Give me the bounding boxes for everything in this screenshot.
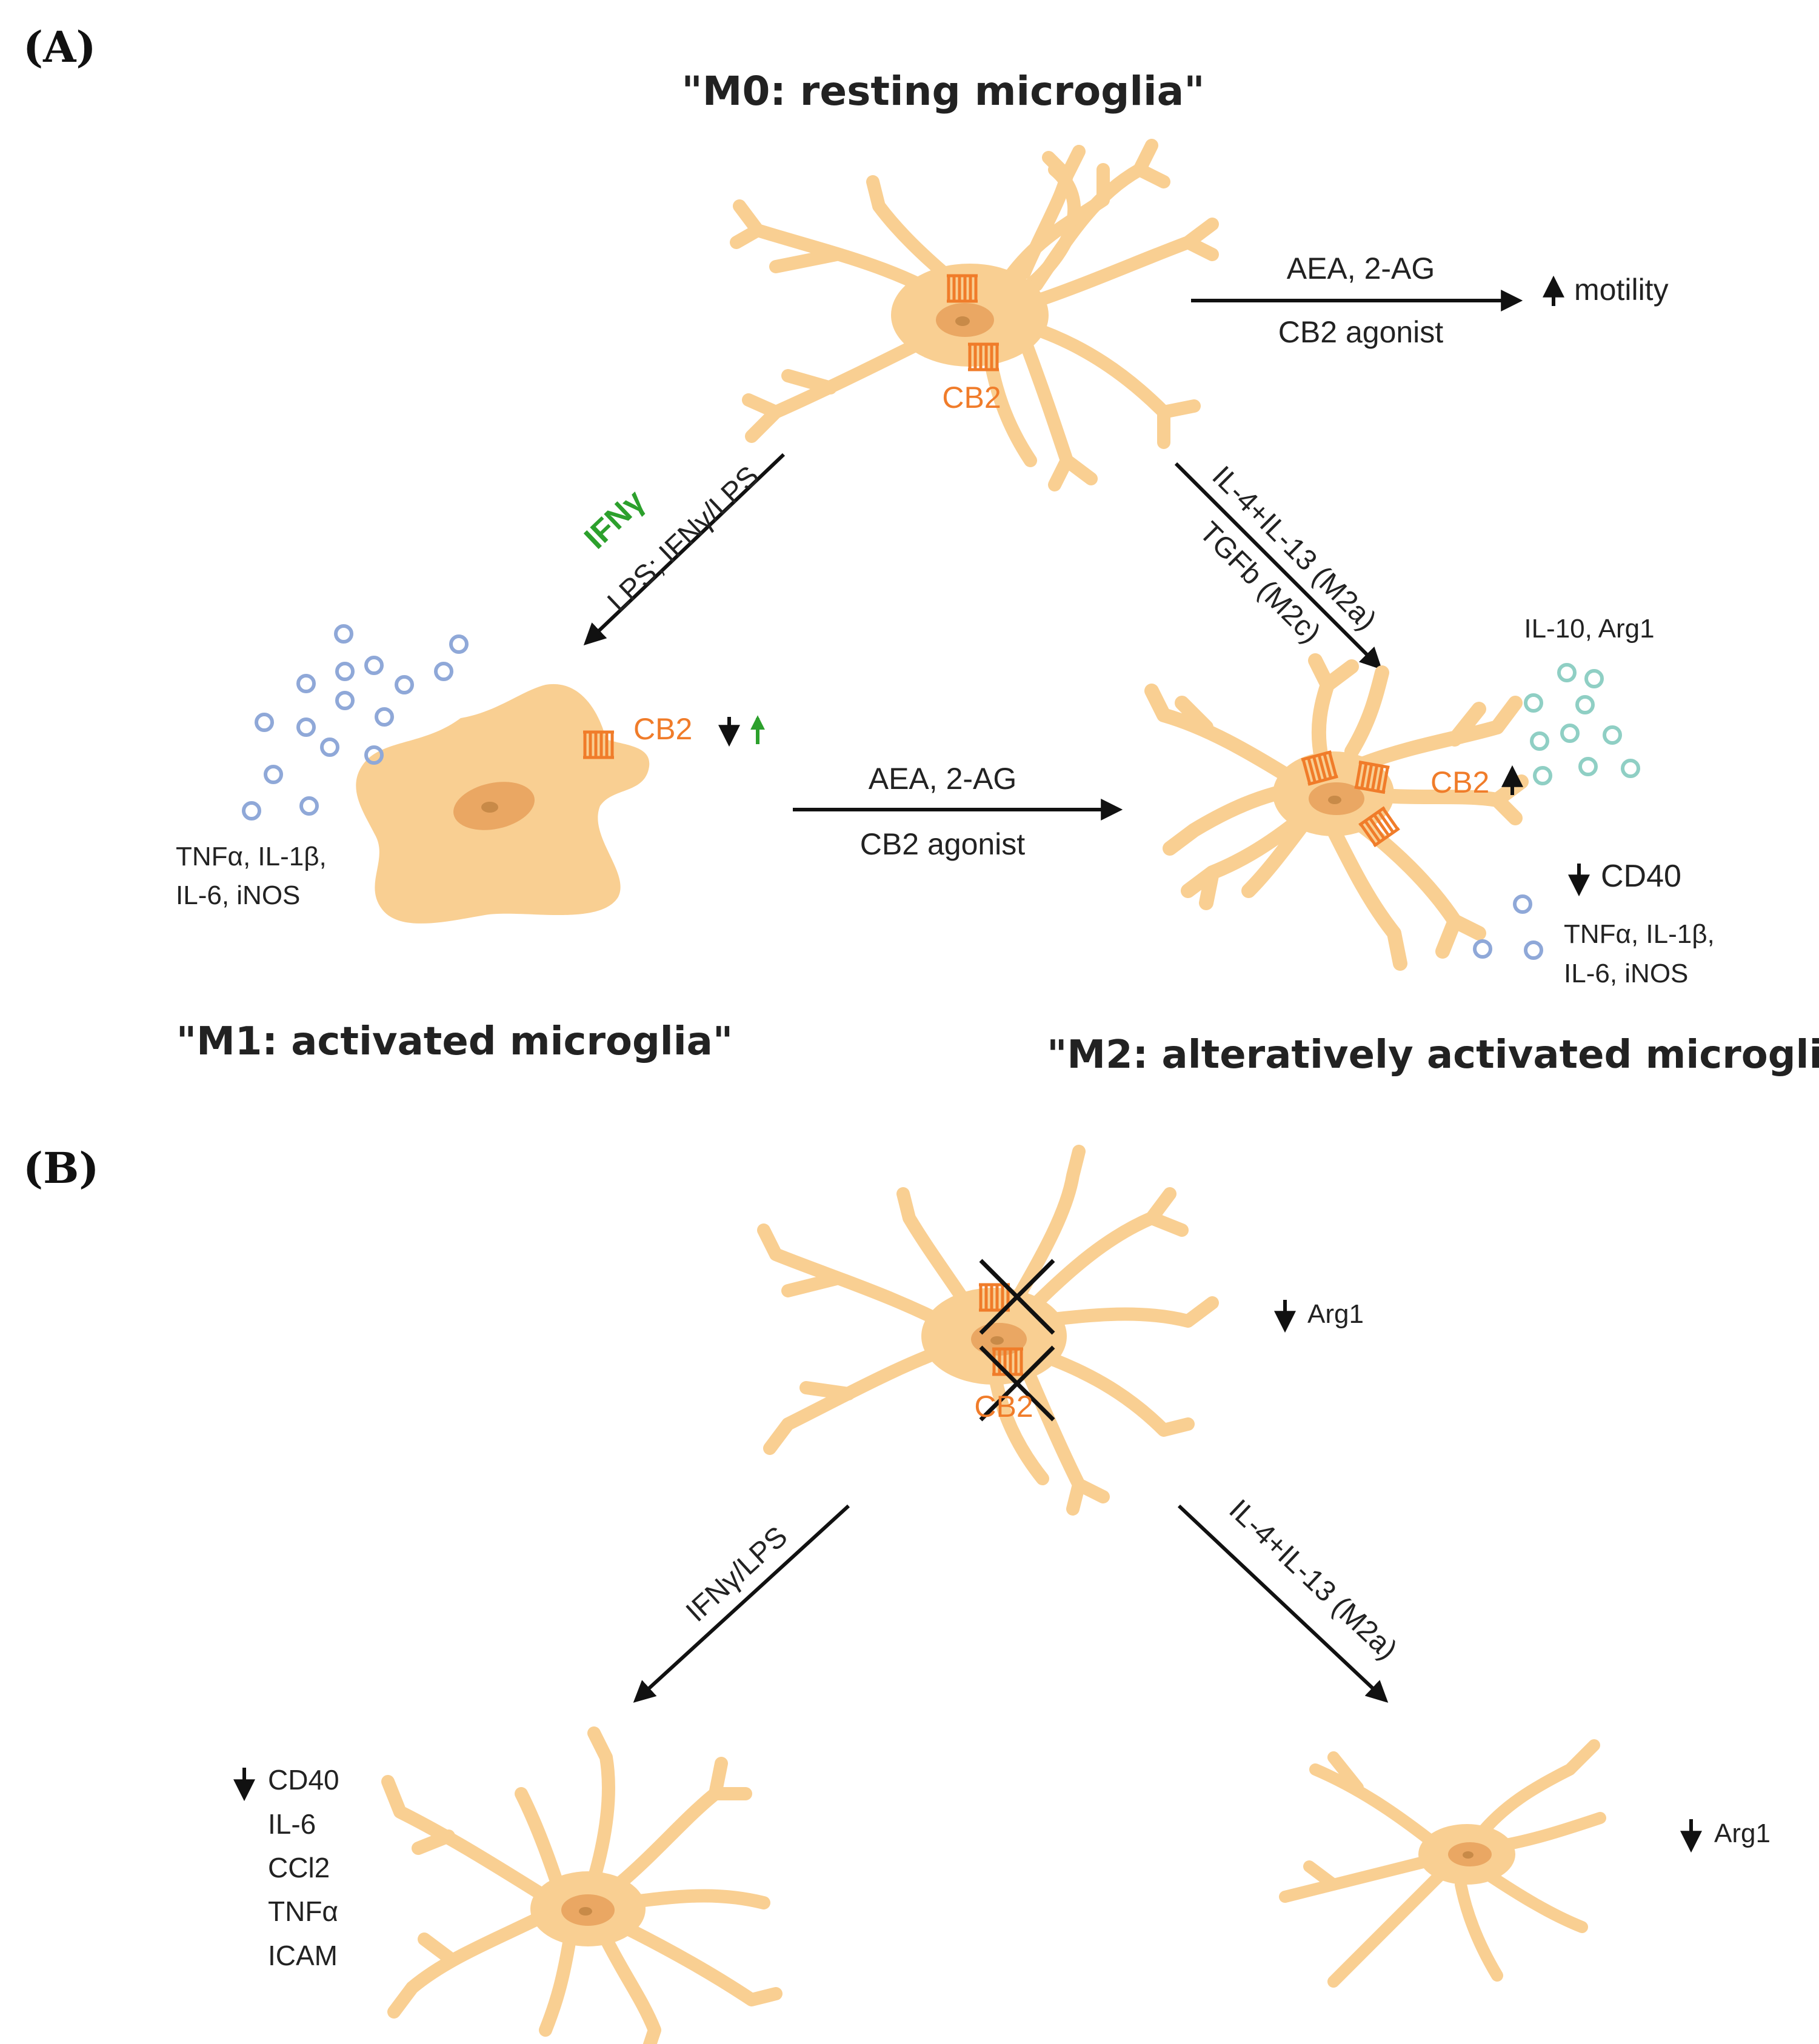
arrow-m0-to-m1 — [583, 453, 786, 645]
m1-cytokines-line2: IL-6, iNOS — [176, 881, 300, 910]
b-left-marker-il6: IL-6 — [268, 1808, 316, 1840]
m1-cytokine-vesicles — [242, 624, 469, 821]
cb2-knockout-label: CB2 — [974, 1390, 1033, 1423]
m1-cytokines-line1: TNFα, IL-1β, — [176, 842, 327, 871]
motility-arrow-label-bottom: CB2 agonist — [1278, 315, 1443, 349]
panel-a-label: (A) — [23, 22, 96, 72]
motility-arrow-label-top: AEA, 2-AG — [1287, 251, 1435, 285]
m2-anti-inflammatory-vesicles — [1524, 663, 1640, 785]
m0-title: "M0: resting microglia" — [681, 68, 1204, 115]
cb2-label-m0: CB2 — [942, 381, 1001, 414]
b-right-microglia-cell — [1279, 1739, 1606, 1988]
m1-activated-microglia-cell — [356, 684, 650, 924]
m1-title: "M1: activated microglia" — [176, 1019, 733, 1064]
ifn-gamma-green-label: IFNγ — [578, 483, 652, 556]
m2-cd40-label: CD40 — [1601, 859, 1681, 894]
arrow-b-to-m1 — [633, 1504, 850, 1703]
panel-b-label: (B) — [23, 1143, 99, 1193]
b-left-microglia-cell — [381, 1726, 783, 2044]
top-arg1-label: Arg1 — [1307, 1299, 1364, 1329]
b-right-arg1-label: Arg1 — [1714, 1819, 1771, 1848]
m0-resting-microglia-cell — [730, 139, 1219, 491]
b-left-marker-icam: ICAM — [268, 1940, 338, 1971]
m2-cytokines-line1: TNFα, IL-1β, — [1564, 919, 1715, 949]
cb2-knockout-microglia-cell — [757, 1145, 1219, 1516]
arrow-m0-to-m2 — [1174, 462, 1383, 670]
m1-to-m2-label-bottom: CB2 agonist — [860, 827, 1025, 861]
b-left-marker-list: CD40 IL-6 CCl2 TNFα ICAM — [268, 1764, 339, 1971]
m2-cytokines-line2: IL-6, iNOS — [1564, 959, 1688, 988]
m2-cytokine-vesicles — [1473, 894, 1543, 960]
m2-title: "M2: alteratively activated microglia" — [1047, 1033, 1819, 1077]
motility-label: motility — [1574, 273, 1669, 307]
b-right-arrow-label: IL-4+IL-13 (M2a) — [1223, 1494, 1403, 1666]
m2-microglia-cell — [1144, 653, 1529, 971]
m2-secreted-label: IL-10, Arg1 — [1524, 614, 1654, 644]
b-left-marker-ccl2: CCl2 — [268, 1852, 330, 1883]
cb2-knockout-cross-marks — [979, 1259, 1055, 1422]
m1-to-m2-label-top: AEA, 2-AG — [869, 762, 1017, 796]
b-left-arrow-label: IFNγ/LPS — [680, 1520, 793, 1628]
cb2-label-m2: CB2 — [1430, 765, 1489, 799]
b-left-marker-cd40: CD40 — [268, 1764, 339, 1796]
cb2-label-m1: CB2 — [633, 712, 692, 746]
b-left-marker-tnfa: TNFα — [268, 1896, 338, 1927]
arrow-b-to-m2 — [1177, 1504, 1389, 1703]
